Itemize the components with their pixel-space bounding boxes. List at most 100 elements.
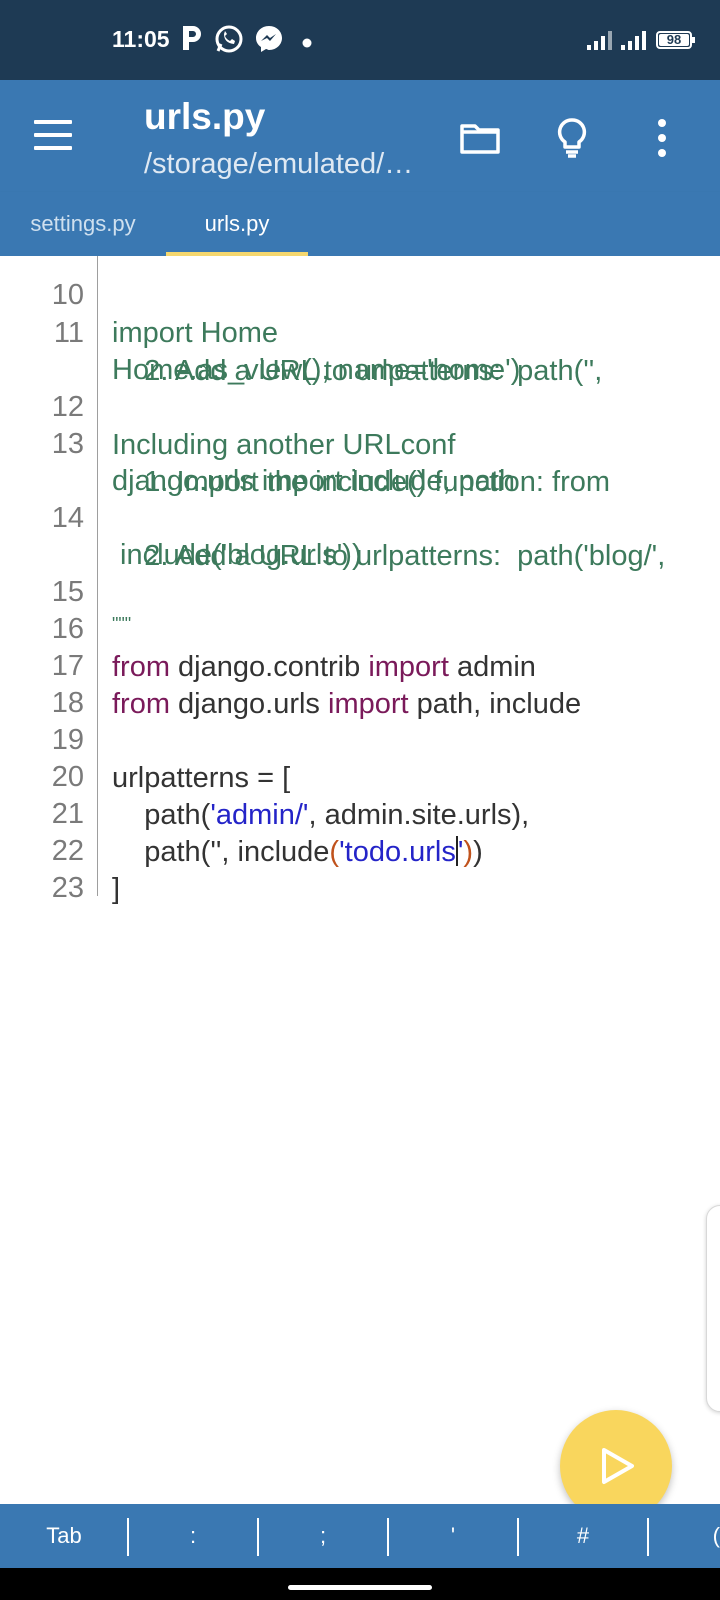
code-token: path, include [408,688,582,720]
line-text: 1. Import the include() function: from [112,466,619,498]
line-text: Home.as_view(), name='home') [112,354,521,386]
line-number: 15 [51,576,84,608]
line-text: include('blog.urls')) [112,539,362,571]
key-hash[interactable]: # [576,1523,590,1548]
line-text: path('admin/', admin.site.urls), [112,796,529,834]
code-line[interactable]: 18 [0,646,720,719]
battery-level: 98 [666,32,682,47]
line-number: 10 [51,279,84,311]
code-line-wrap[interactable]: Home.as_view(), name='home') [0,313,720,386]
tab-settings-py[interactable]: settings.py [12,192,154,256]
line-number: 18 [51,687,84,719]
keyword: import [328,688,409,720]
lightbulb-icon[interactable] [548,114,596,162]
matched-paren: ) [463,836,474,868]
line-number: 22 [51,835,84,867]
code-line-wrap[interactable]: include('blog.urls')) [0,498,720,571]
line-text: """ [112,614,132,634]
tab-label: urls.py [204,211,270,236]
code-token: , admin.site.urls), [308,799,530,831]
key-quote[interactable]: ' [450,1523,456,1548]
extra-keys-bar: Tab : ; ' # ( [0,1504,720,1568]
home-gesture-pill[interactable] [288,1585,432,1590]
code-line[interactable]: 11 2. Add a URL to urlpatterns: path('', [0,276,720,387]
line-number: 20 [51,761,84,793]
line-number: 16 [51,613,84,645]
line-number: 12 [51,391,84,423]
system-nav-bar [0,1568,720,1600]
line-number: 19 [51,724,84,756]
run-button[interactable] [560,1410,672,1522]
folder-icon[interactable] [456,114,504,162]
line-text: from django.urls import path, include [112,685,581,723]
menu-button[interactable] [34,120,74,152]
line-number: 14 [51,502,84,534]
key-separator [257,1518,259,1556]
keyword: from [112,651,170,683]
app-bar: urls.py /storage/emulated/0/Download/tod… [0,80,720,192]
code-line-wrap[interactable]: django.urls import include, path [0,424,720,497]
key-tab[interactable]: Tab [46,1523,82,1548]
line-number: 23 [51,872,84,904]
code-line[interactable]: 14 2. Add a URL to urlpatterns: path('bl… [0,461,720,572]
file-path: /storage/emulated/0/Download/todoproject… [144,148,419,180]
tab-bar: settings.py urls.py [0,192,720,256]
code-line[interactable]: 10 import Home [0,256,720,349]
line-number: 11 [53,317,84,349]
line-number: 13 [51,428,84,460]
code-line[interactable]: 13 1. Import the include() function: fro… [0,387,720,498]
file-title: urls.py [144,96,266,137]
signal-icon-1 [586,30,614,55]
line-text: import Home [112,317,278,349]
active-tab-indicator [166,252,308,256]
code-token: path('', include [112,836,330,868]
more-vert-icon[interactable] [648,114,696,162]
code-line-current[interactable]: 21 path('', include('todo.urls')) [0,757,720,868]
key-separator [647,1518,649,1556]
matched-paren: ( [329,836,340,868]
line-text: from django.contrib import admin [112,648,536,686]
code-line[interactable]: 12 Including another URLconf [0,350,720,461]
line-text: ] [112,873,121,905]
code-line[interactable]: 20 path('admin/', admin.site.urls), [0,720,720,831]
line-text: Including another URLconf [112,429,456,461]
code-line[interactable]: 23 [0,831,720,904]
key-separator [387,1518,389,1556]
messenger-icon [254,24,284,59]
status-bar: 11:05 98 [0,0,720,80]
code-token: path( [112,799,211,831]
text-cursor [455,836,458,866]
keyword: from [112,688,170,720]
key-open-paren[interactable]: ( [712,1523,720,1548]
code-line[interactable]: 16 from django.contrib import admin [0,572,720,683]
tab-urls-py[interactable]: urls.py [166,192,308,256]
dot-icon [302,35,312,53]
code-line[interactable]: 17 from django.urls import path, include [0,609,720,720]
string-literal: 'admin/' [210,799,309,831]
string-literal: ' [457,836,464,868]
code-line[interactable]: 22 ] [0,794,720,905]
line-text: 2. Add a URL to urlpatterns: path('', [112,355,611,387]
whatsapp-icon [214,24,244,59]
key-separator [127,1518,129,1556]
code-line[interactable]: 19 urlpatterns = [ [0,683,720,794]
signal-icon-2 [620,30,648,55]
code-token: admin [448,651,536,683]
keyword: import [368,651,449,683]
status-time: 11:05 [112,26,170,52]
line-number: 21 [51,798,84,830]
scroll-handle[interactable] [706,1205,720,1412]
code-token: django.contrib [170,651,369,683]
key-semicolon[interactable]: ; [319,1523,327,1548]
code-editor[interactable]: 10 import Home 11 2. Add a URL to urlpat… [0,256,720,1504]
code-token: ) [473,836,483,868]
p-icon [180,24,204,57]
line-text: 2. Add a URL to urlpatterns: path('blog/… [112,540,674,572]
line-text: path('', include('todo.urls')) [112,833,483,871]
code-line[interactable]: 15 """ [0,535,720,634]
string-literal: 'todo.urls [339,836,456,868]
key-colon[interactable]: : [189,1523,197,1548]
gutter-divider [97,256,98,896]
line-text: django.urls import include, path [112,465,516,497]
battery-icon: 98 [656,30,696,55]
